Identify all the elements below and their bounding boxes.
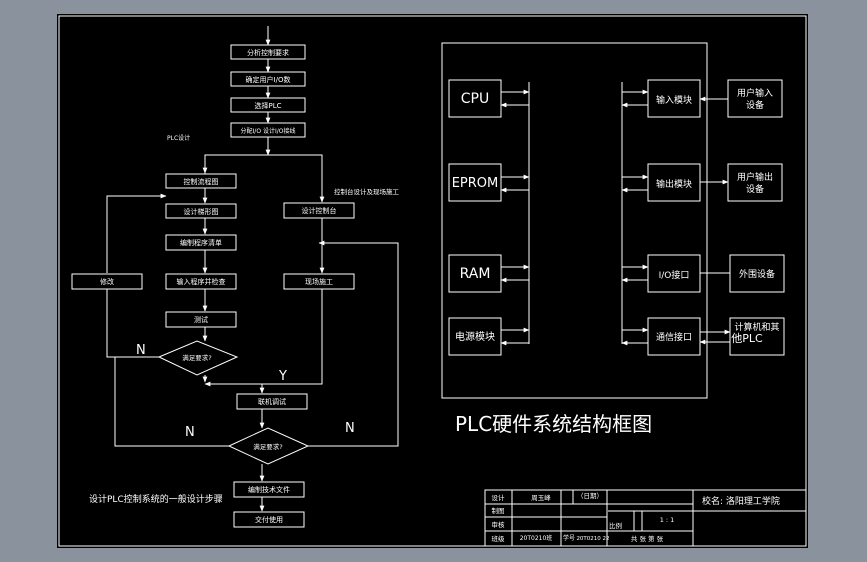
decision-requirements-2 [227, 427, 310, 465]
step-modify-text: 修改 [100, 277, 114, 286]
module-comm-interface [647, 317, 701, 356]
step-input-program [165, 273, 237, 290]
step-design-console [283, 202, 355, 219]
step-analyze-text: 分析控制要求 [247, 48, 289, 57]
tb-label-draw: 制图 [492, 506, 505, 515]
step-field-construct [283, 273, 355, 290]
module-power [448, 317, 502, 356]
tb-sheets: 共 张 第 张 [631, 534, 664, 543]
module-eprom [448, 163, 502, 202]
module-io-interface-text: I/O接口 [659, 269, 690, 281]
decision-requirements-1-text: 满足要求? [182, 353, 211, 362]
step-ladder-text: 设计梯形图 [184, 207, 219, 216]
step-program-list-text: 编制程序清单 [180, 238, 222, 247]
step-design-console-text: 设计控制台 [302, 206, 337, 215]
module-cpu [448, 79, 502, 118]
drawing-sheet: 分析控制要求 确定用户I/O数 选择PLC 分配I/O 设计I/O接线 PLC设… [57, 14, 808, 548]
device-user-output [727, 163, 783, 202]
inner-border [58, 15, 807, 547]
step-joint-test-text: 联机调试 [258, 397, 286, 406]
module-ram [448, 254, 502, 293]
step-io-count [230, 71, 306, 87]
step-io-count-text: 确定用户I/O数 [246, 75, 291, 84]
device-computer-plc-text: 计算机和其他PLC [731, 321, 779, 345]
tb-school: 校名: 洛阳理工学院 [702, 495, 780, 507]
tb-class-value: 20T0210班 [520, 534, 553, 542]
flowchart-caption: 设计PLC控制系统的一般设计步骤 [89, 493, 223, 505]
device-user-output-text: 用户输出设备 [737, 171, 773, 195]
tb-designer: 周玉峰 [531, 493, 551, 502]
label-console-design: 控制台设计及现场施工 [334, 187, 400, 196]
module-ram-text: RAM [460, 266, 491, 282]
step-deliver-text: 交付使用 [255, 515, 283, 524]
step-analyze [230, 44, 306, 60]
module-input [647, 79, 701, 118]
device-user-input [727, 79, 783, 118]
tb-student-no-label: 学号 [563, 534, 575, 542]
step-field-construct-text: 现场施工 [305, 277, 333, 286]
hardware-title: PLC硬件系统结构框图 [455, 412, 652, 436]
module-io-interface [647, 254, 701, 293]
tb-label-design: 设计 [492, 493, 506, 502]
module-output-text: 输出模块 [656, 178, 692, 190]
step-ladder [165, 203, 237, 219]
module-comm-interface-text: 通信接口 [656, 331, 692, 343]
module-power-text: 电源模块 [455, 330, 495, 343]
device-user-input-text: 用户输入设备 [737, 87, 773, 111]
module-output [647, 163, 701, 202]
tb-scale: 1 : 1 [660, 516, 675, 524]
title-block: 设计 制图 审核 班级 周玉峰 （日期） 20T0210班 学号 20T0210… [484, 489, 807, 547]
step-write-docs [233, 481, 305, 498]
label-n-2: N [185, 425, 195, 440]
step-select-plc [230, 97, 306, 113]
tb-label-class: 班级 [492, 534, 506, 543]
module-eprom-text: EPROM [452, 176, 499, 191]
hardware-diagram: CPU EPROM RAM 电源模块 输入模块 输出模块 I/O接口 通信接口 [441, 42, 785, 436]
step-program-list [165, 234, 237, 251]
step-assign-io-text: 分配I/O 设计I/O接线 [241, 127, 296, 135]
step-deliver [233, 511, 305, 528]
step-assign-io [230, 122, 306, 138]
flowchart: 分析控制要求 确定用户I/O数 选择PLC 分配I/O 设计I/O接线 PLC设… [71, 26, 400, 528]
module-cpu-text: CPU [461, 91, 489, 107]
module-input-text: 输入模块 [656, 94, 692, 106]
decision-requirements-2-text: 满足要求? [253, 442, 282, 451]
plc-enclosure [441, 42, 708, 399]
label-n-3: N [345, 421, 355, 436]
label-plc-design: PLC设计 [167, 134, 190, 142]
label-n-1: N [136, 343, 146, 358]
step-joint-test [236, 393, 308, 410]
decision-requirements-1 [157, 340, 239, 376]
tb-scale-label: 比例 [609, 521, 622, 530]
tb-student-no: 20T0210 22 [576, 536, 609, 542]
step-select-plc-text: 选择PLC [254, 101, 281, 110]
label-y-1: Y [278, 369, 287, 384]
step-test [165, 311, 237, 328]
drawing-canvas: 分析控制要求 确定用户I/O数 选择PLC 分配I/O 设计I/O接线 PLC设… [58, 15, 807, 547]
device-peripheral-text: 外围设备 [739, 268, 775, 280]
step-test-text: 测试 [194, 315, 208, 324]
tb-date: （日期） [577, 492, 603, 500]
device-computer-plc [729, 317, 785, 356]
step-control-flow [165, 173, 237, 189]
step-write-docs-text: 编制技术文件 [248, 485, 290, 494]
step-modify [71, 273, 143, 290]
step-input-program-text: 输入程序并检查 [177, 277, 226, 286]
tb-label-review: 审核 [492, 520, 506, 529]
step-control-flow-text: 控制流程图 [184, 177, 219, 186]
